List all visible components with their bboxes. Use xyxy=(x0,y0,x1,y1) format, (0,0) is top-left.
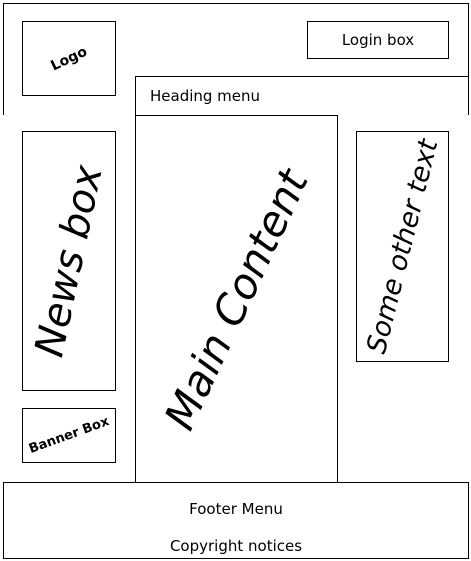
copyright-label: Copyright notices xyxy=(169,537,303,555)
banner-box: Banner Box xyxy=(22,408,116,463)
logo-label: Logo xyxy=(48,43,90,74)
news-box-label: News box xyxy=(26,161,112,361)
login-box: Login box xyxy=(307,21,449,59)
login-box-label: Login box xyxy=(341,31,415,49)
news-box: News box xyxy=(22,131,116,391)
banner-box-label: Banner Box xyxy=(26,414,112,457)
footer-menu: Footer Menu xyxy=(4,500,468,519)
some-other-text-label: Some other text xyxy=(360,136,445,357)
main-content-area: Main Content xyxy=(136,116,337,482)
heading-menu-label: Heading menu xyxy=(150,87,261,105)
logo-box: Logo xyxy=(22,21,116,96)
footer-menu-label: Footer Menu xyxy=(189,500,283,518)
footer: Footer Menu Copyright notices xyxy=(3,482,469,559)
main-content-label: Main Content xyxy=(154,161,319,437)
heading-menu: Heading menu xyxy=(135,76,469,116)
some-other-text-box: Some other text xyxy=(356,131,449,362)
copyright-notices: Copyright notices xyxy=(4,537,468,556)
